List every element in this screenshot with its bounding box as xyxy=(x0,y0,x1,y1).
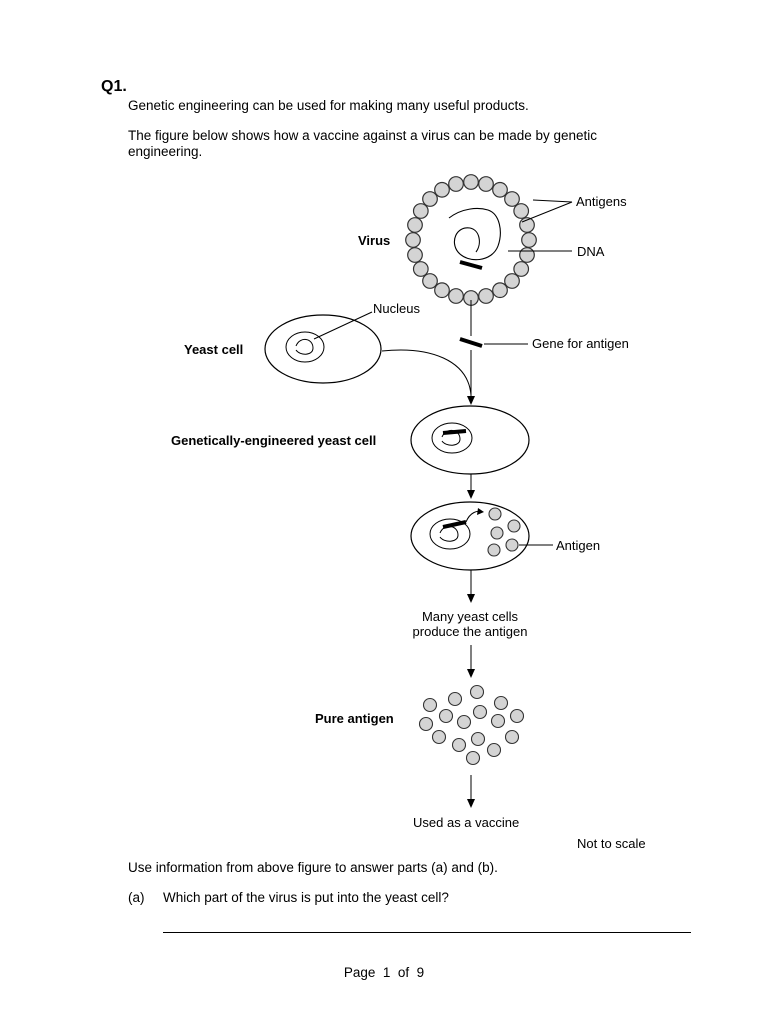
virus-antigen-bead xyxy=(407,247,423,263)
virus-antigen-bead xyxy=(513,261,530,277)
virus-antigen-bead xyxy=(513,203,530,219)
label-antigen: Antigen xyxy=(556,538,600,553)
label-used-as-vaccine: Used as a vaccine xyxy=(413,815,519,830)
instructions: Use information from above figure to ans… xyxy=(128,860,498,875)
virus-antigen-bead xyxy=(448,288,464,304)
label-gene-for-antigen: Gene for antigen xyxy=(532,336,629,351)
intro-paragraph: Genetic engineering can be used for maki… xyxy=(128,98,529,113)
ge-yeast-nucleus xyxy=(431,422,473,454)
virus-antigen-bead xyxy=(434,282,450,299)
virus-antigen-bead xyxy=(407,217,423,233)
virus-gene-bar xyxy=(459,260,483,270)
label-ge-yeast-cell: Genetically-engineered yeast cell xyxy=(171,433,376,448)
virus-antigen-bead xyxy=(422,191,438,207)
virus-antigen-bead xyxy=(412,261,429,277)
virus-dna-strand xyxy=(448,208,501,261)
virus-antigen-bead xyxy=(492,181,508,198)
virus-antigen-bead xyxy=(434,181,450,198)
label-many-yeast-2: produce the antigen xyxy=(413,624,528,639)
label-antigens: Antigens xyxy=(576,194,627,209)
question-number: Q1. xyxy=(101,78,127,95)
virus-antigen-bead xyxy=(504,273,520,289)
figure-intro-paragraph: The figure below shows how a vaccine aga… xyxy=(128,128,598,159)
page-footer: Page 1 of 9 xyxy=(343,965,425,980)
virus-antigen-bead xyxy=(448,176,464,192)
virus-antigen-bead xyxy=(412,203,429,219)
label-nucleus: Nucleus xyxy=(373,301,420,316)
yeast-nucleus xyxy=(285,331,325,363)
label-many-yeast-1: Many yeast cells xyxy=(422,609,519,624)
label-yeast-cell: Yeast cell xyxy=(184,342,243,357)
virus-antigen-bead xyxy=(519,247,535,263)
virus-antigen-bead xyxy=(504,191,520,207)
virus-antigen-bead xyxy=(521,232,537,248)
part-a-question: Which part of the virus is put into the … xyxy=(163,890,449,905)
label-not-to-scale: Not to scale xyxy=(577,836,646,851)
extracted-gene-bar xyxy=(459,337,483,348)
virus-antigen-ring xyxy=(405,174,537,306)
label-pure-antigen: Pure antigen xyxy=(315,711,394,726)
answer-line[interactable] xyxy=(163,932,691,933)
vaccine-diagram: Antigens Virus DNA Nucleus Yeast cell Ge… xyxy=(171,174,646,851)
part-a-letter: (a) xyxy=(128,890,145,905)
label-virus: Virus xyxy=(358,233,390,248)
virus-antigen-bead xyxy=(405,232,421,248)
cell-antigens xyxy=(487,507,521,557)
virus-antigen-bead xyxy=(492,282,508,299)
virus-antigen-bead xyxy=(478,176,494,192)
virus-antigen-bead xyxy=(422,273,438,289)
pure-antigen-cluster xyxy=(418,684,525,766)
virus-antigen-bead xyxy=(478,288,494,304)
label-dna: DNA xyxy=(577,244,605,259)
virus-antigen-bead xyxy=(463,174,479,190)
